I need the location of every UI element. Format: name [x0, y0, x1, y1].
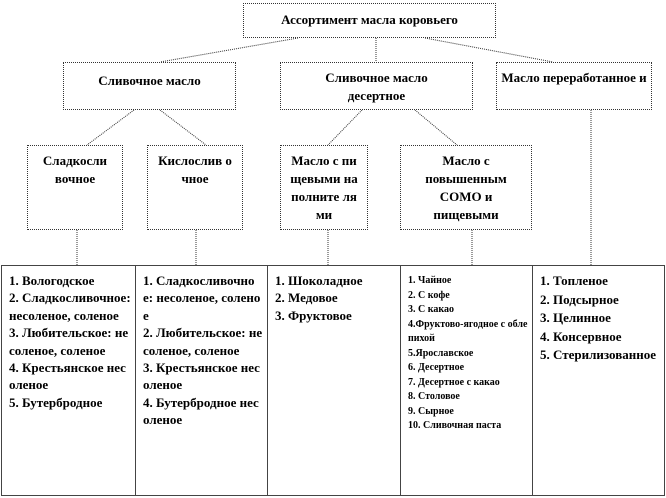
- list-sour-cream: 1. Сладкосливочное: несоленое, соленое 2…: [135, 265, 268, 496]
- list-item: 2. Сладкосливочное: несоленое, соленое: [9, 290, 131, 323]
- list-item: 8. Столовое: [408, 391, 460, 402]
- list-item: 2. Медовое: [275, 290, 338, 306]
- connector: [414, 109, 458, 146]
- list-item: 1. Вологодское: [9, 273, 95, 288]
- list-item: 1. Шоколадное: [275, 273, 363, 288]
- list-item: 3. Фруктовое: [275, 307, 352, 323]
- list-item: 1. Топленое: [540, 273, 608, 288]
- node-high-somo: Масло с повышенным СОМО и пищевыми: [400, 145, 532, 230]
- connector: [86, 109, 135, 146]
- list-item: 2. Любительское: несоленое, соленое: [143, 325, 263, 358]
- node-processed-butter: Масло переработанное и: [496, 62, 652, 110]
- list-item: 3. С какао: [408, 304, 454, 315]
- list-item: 2. Подсырное: [540, 291, 619, 307]
- node-with-fillers: Масло с пищевыми наполните лями: [280, 145, 368, 230]
- list-item: 7. Десертное с какао: [408, 376, 500, 388]
- list-high-somo: 1. Чайное 2. С кофе 3. С какао 4.Фруктов…: [400, 265, 533, 496]
- connector: [159, 109, 207, 146]
- list-item: 2. С кофе: [408, 289, 450, 301]
- connector: [327, 109, 363, 146]
- list-item: 1. Сладкосливочное: несоленое, соленое: [143, 273, 261, 323]
- list-item: 3. Целинное: [540, 310, 611, 325]
- list-item: 3. Крестьянское несоленое: [143, 360, 260, 393]
- list-fillers: 1. Шоколадное 2. Медовое 3. Фруктовое: [267, 265, 401, 496]
- list-sweet-cream: 1. Вологодское 2. Сладкосливочное: несол…: [1, 265, 136, 496]
- node-dessert-butter: Сливочное масло десертное: [280, 62, 473, 110]
- list-item: 1. Чайное: [408, 275, 452, 286]
- list-item: 4. Крестьянское несоленое: [9, 360, 126, 393]
- list-item: 6. Десертное: [408, 362, 465, 373]
- list-item: 5. Бутербродное: [9, 394, 103, 410]
- connector: [424, 37, 554, 63]
- root-node: Ассортимент масла коровьего: [243, 3, 496, 38]
- list-item: 5.Ярославское: [408, 347, 474, 359]
- list-item: 9. Сырное: [408, 405, 454, 417]
- list-item: 3. Любительское: несоленое, соленое: [9, 325, 129, 358]
- list-item: 4.Фруктово-ягодное с облепихой: [408, 318, 528, 345]
- list-item: 10. Сливочная паста: [408, 420, 502, 431]
- connector: [159, 37, 299, 63]
- list-item: 4. Консервное: [540, 328, 622, 344]
- node-sweet-cream: Сладкосли вочное: [27, 145, 123, 230]
- node-butter: Сливочное масло: [63, 62, 236, 110]
- list-item: 4. Бутербродное несоленое: [143, 394, 259, 428]
- node-sour-cream: Кислослив очное: [147, 145, 243, 230]
- list-processed: 1. Топленое 2. Подсырное 3. Целинное 4. …: [532, 265, 665, 496]
- list-item: 5. Стерилизованное: [540, 347, 656, 362]
